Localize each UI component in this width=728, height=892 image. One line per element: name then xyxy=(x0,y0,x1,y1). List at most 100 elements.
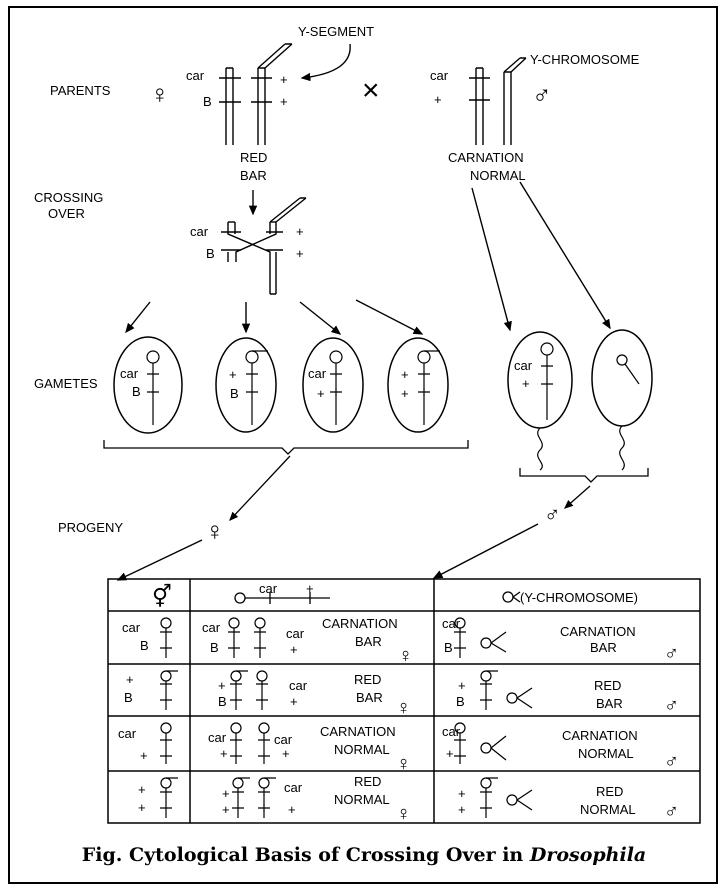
sperm-2 xyxy=(592,330,652,470)
car-label: car xyxy=(442,616,461,631)
plus-label: + xyxy=(290,694,298,709)
chromosome xyxy=(160,671,532,710)
plus-label: + xyxy=(296,246,304,261)
sperm-1 xyxy=(508,332,572,470)
progeny-phenotype: CARNATION xyxy=(320,724,396,739)
normal-label: NORMAL xyxy=(470,168,526,183)
progeny-phenotype: CARNATION xyxy=(562,728,638,743)
progeny-phenotype: RED xyxy=(594,678,621,693)
plus-label: + xyxy=(229,367,237,382)
car-label: car xyxy=(190,224,209,239)
car-label: car xyxy=(286,626,305,641)
b-label: B xyxy=(456,694,465,709)
over-label: OVER xyxy=(48,206,85,221)
b-label: B xyxy=(140,638,149,653)
row-3: car + car + car + CARNATION NORMAL ♀ car… xyxy=(118,723,679,775)
plus-label: + xyxy=(401,386,409,401)
b-label: B xyxy=(210,640,219,655)
female-symbol: ♀ xyxy=(205,516,225,546)
b-label: B xyxy=(203,94,212,109)
male-symbol: ♂ xyxy=(664,751,679,773)
crossing-chromosomes xyxy=(221,198,306,294)
car-label: car xyxy=(274,732,293,747)
progeny-phenotype: BAR xyxy=(356,690,383,705)
car-label: car xyxy=(186,68,205,83)
car-label: car xyxy=(308,366,327,381)
progeny-label: PROGENY xyxy=(58,520,123,535)
progeny-phenotype: RED xyxy=(596,784,623,799)
car-label: car xyxy=(202,620,221,635)
b-label: B xyxy=(124,690,133,705)
red-label: RED xyxy=(240,150,267,165)
plus-label: + xyxy=(290,642,298,657)
plus-label: + xyxy=(446,746,454,761)
b-label: B xyxy=(230,386,239,401)
gamete-arrows xyxy=(126,182,610,334)
plus-label: + xyxy=(282,746,290,761)
plus-label: + xyxy=(218,678,226,693)
y-segment-arrow xyxy=(302,44,350,78)
header-x-chromosome xyxy=(235,592,330,604)
male-symbol: ♂ xyxy=(664,801,679,823)
car-label: car xyxy=(284,780,303,795)
row-4: + + + + car + RED NORMAL ♀ + + RED NORMA… xyxy=(138,774,679,825)
progeny-arrow xyxy=(434,524,538,578)
progeny-phenotype: RED xyxy=(354,774,381,789)
progeny-phenotype: BAR xyxy=(596,696,623,711)
bar-label: BAR xyxy=(240,168,267,183)
female-symbol: ♀ xyxy=(396,803,411,825)
female-symbol: ♀ xyxy=(396,697,411,719)
row-1: car B car B car + CARNATION BAR ♀ car B … xyxy=(122,616,679,667)
male-chromosomes xyxy=(469,58,526,145)
parents-label: PARENTS xyxy=(50,83,111,98)
caption-italic: Drosophila xyxy=(530,844,646,866)
plus-label: + xyxy=(280,94,288,109)
plus-label: + xyxy=(306,581,314,596)
progeny-phenotype: NORMAL xyxy=(334,792,390,807)
crossing-label: CROSSING xyxy=(34,190,103,205)
table-header-y: (Y-CHROMOSOME) xyxy=(520,590,638,605)
row-2: + B + B car + RED BAR ♀ + B RED BAR ♂ xyxy=(124,671,679,719)
b-label: B xyxy=(132,384,141,399)
car-label: car xyxy=(430,68,449,83)
plus-label: + xyxy=(222,786,230,801)
car-label: car xyxy=(122,620,141,635)
male-symbol: ♂ xyxy=(664,695,679,717)
female-symbol: ♀ xyxy=(396,753,411,775)
car-label: car xyxy=(120,366,139,381)
plus-label: + xyxy=(138,782,146,797)
car-label: car xyxy=(442,724,461,739)
gamete-1 xyxy=(114,337,182,433)
car-label: car xyxy=(514,358,533,373)
plus-label: + xyxy=(458,678,466,693)
progeny-phenotype: BAR xyxy=(590,640,617,655)
car-label: car xyxy=(118,726,137,741)
progeny-phenotype: NORMAL xyxy=(334,742,390,757)
plus-label: + xyxy=(458,786,466,801)
plus-label: + xyxy=(280,72,288,87)
b-label: B xyxy=(444,640,453,655)
caption-text: Fig. Cytological Basis of Crossing Over … xyxy=(82,844,530,866)
plus-label: + xyxy=(288,802,296,817)
plus-label: + xyxy=(401,367,409,382)
plus-label: + xyxy=(296,224,304,239)
gamete-4 xyxy=(388,338,448,432)
progeny-phenotype: NORMAL xyxy=(580,802,636,817)
progeny-phenotype: RED xyxy=(354,672,381,687)
progeny-phenotype: CARNATION xyxy=(322,616,398,631)
gamete-3 xyxy=(303,338,363,432)
header-y-chromosome xyxy=(503,592,520,602)
plus-label: + xyxy=(434,92,442,107)
y-segment-label: Y-SEGMENT xyxy=(298,24,374,39)
carnation-label: CARNATION xyxy=(448,150,524,165)
plus-label: + xyxy=(140,748,148,763)
plus-label: + xyxy=(126,672,134,687)
female-symbol: ♀ xyxy=(150,79,170,109)
cross-symbol: × xyxy=(362,74,380,107)
progeny-phenotype: CARNATION xyxy=(560,624,636,639)
gamete-brace xyxy=(104,440,648,520)
progeny-phenotype: NORMAL xyxy=(578,746,634,761)
progeny-phenotype: BAR xyxy=(355,634,382,649)
plus-label: + xyxy=(222,802,230,817)
figure-caption: Fig. Cytological Basis of Crossing Over … xyxy=(0,844,728,866)
